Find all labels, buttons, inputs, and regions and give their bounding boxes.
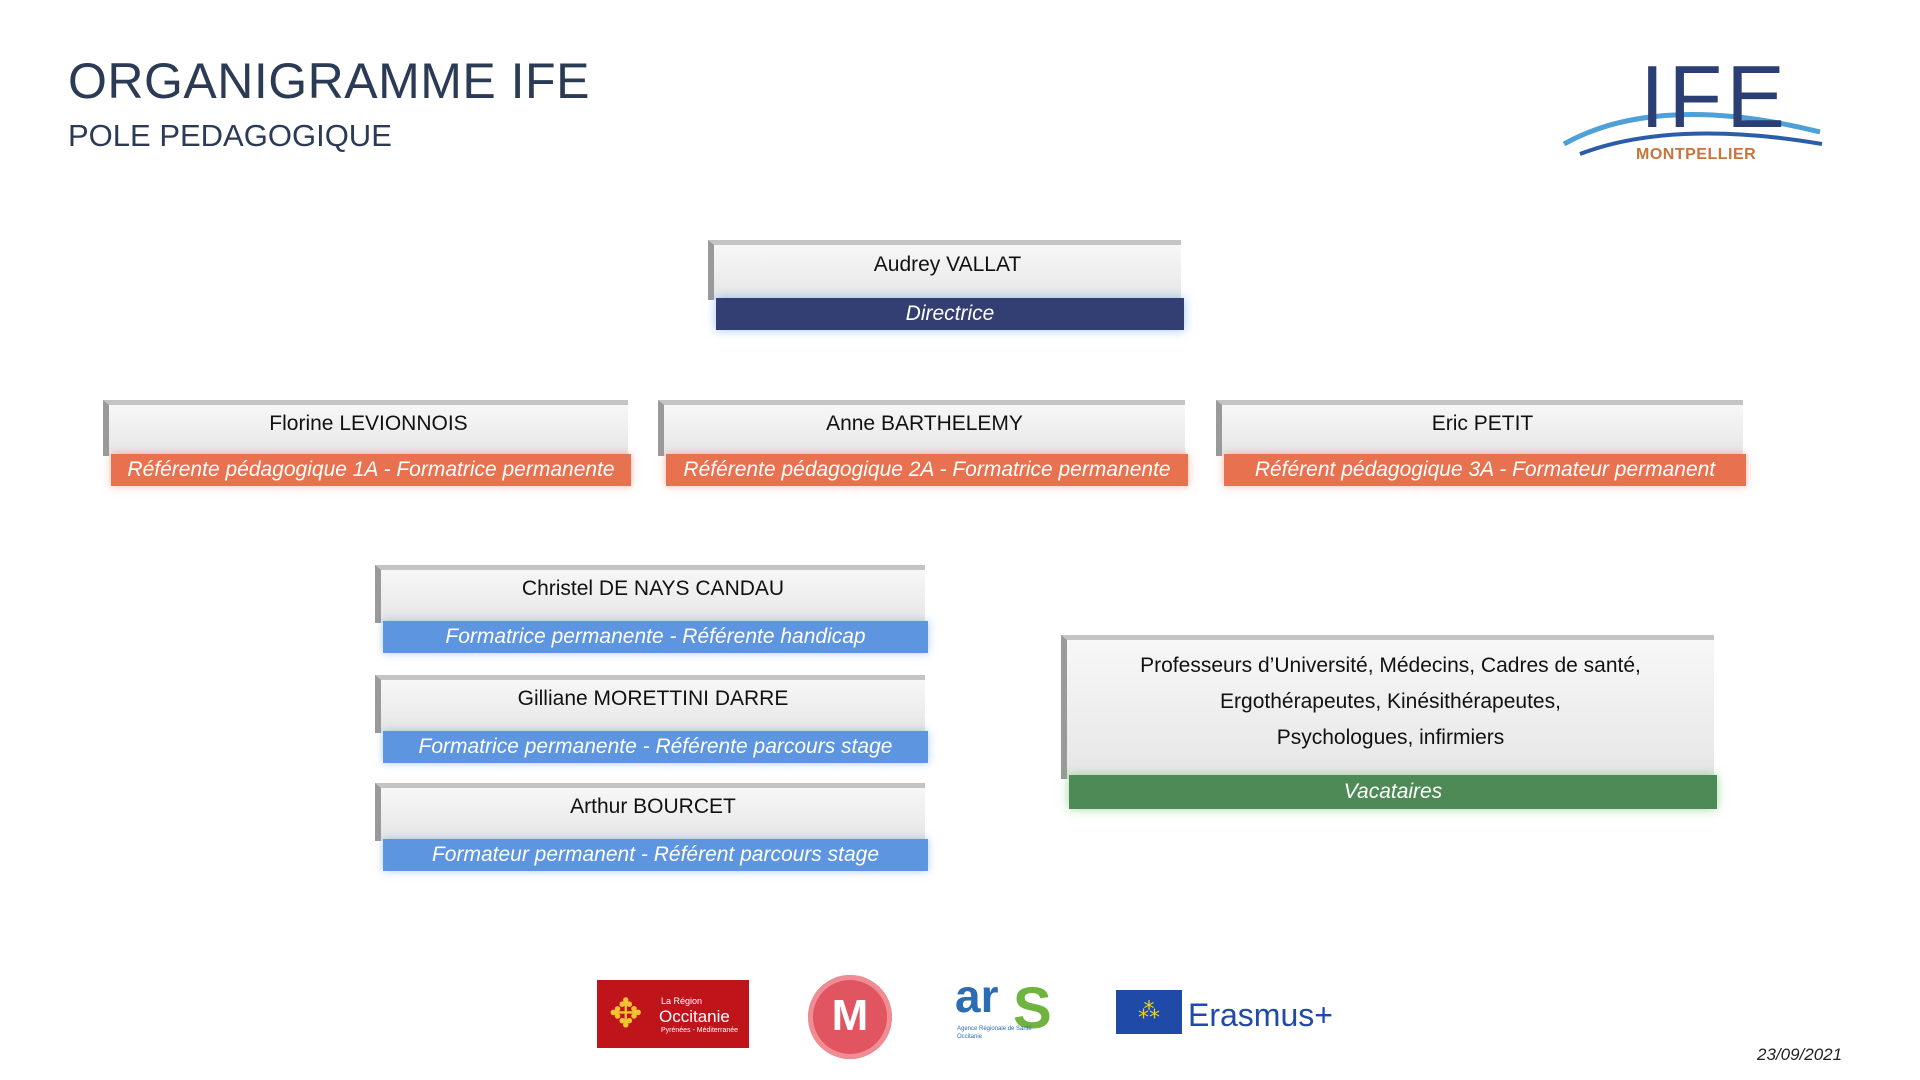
node-formateur-1: Christel DE NAYS CANDAU Formatrice perma… <box>375 565 928 653</box>
occitan-cross-icon: ✥ <box>609 992 643 1036</box>
node-description: Professeurs d’Université, Médecins, Cadr… <box>1061 635 1714 779</box>
vacataires-line-1: Professeurs d’Université, Médecins, Cadr… <box>1140 654 1641 677</box>
node-name: Anne BARTHELEMY <box>658 400 1185 456</box>
node-role: Formateur permanent - Référent parcours … <box>383 839 928 871</box>
node-role: Référente pédagogique 1A - Formatrice pe… <box>111 454 631 486</box>
university-seal-logo: M <box>808 975 892 1059</box>
occitanie-line-1: La Région <box>661 996 703 1006</box>
node-referent-1a: Florine LEVIONNOIS Référente pédagogique… <box>103 400 631 486</box>
node-role: Formatrice permanente - Référente handic… <box>383 621 928 653</box>
eu-flag-icon: ⁂ <box>1116 990 1182 1034</box>
node-referent-3a: Eric PETIT Référent pédagogique 3A - For… <box>1216 400 1746 486</box>
logo-text: IFE <box>1640 47 1789 146</box>
page-title: ORGANIGRAMME IFE <box>68 53 590 109</box>
erasmus-logo: Erasmus+ <box>1188 997 1333 1033</box>
node-name: Christel DE NAYS CANDAU <box>375 565 925 623</box>
node-name: Florine LEVIONNOIS <box>103 400 628 456</box>
node-referent-2a: Anne BARTHELEMY Référente pédagogique 2A… <box>658 400 1188 486</box>
node-vacataires: Professeurs d’Université, Médecins, Cadr… <box>1061 635 1717 809</box>
node-name: Eric PETIT <box>1216 400 1743 456</box>
partner-logos: ✥ La Région Occitanie Pyrénées - Méditer… <box>0 970 1920 1065</box>
node-role: Vacataires <box>1069 775 1717 809</box>
node-formateur-3: Arthur BOURCET Formateur permanent - Réf… <box>375 783 928 871</box>
occitanie-line-3: Pyrénées - Méditerranée <box>661 1027 739 1034</box>
ars-line-1: Agence Régionale de Santé <box>957 1026 1032 1032</box>
vacataires-line-2: Ergothérapeutes, Kinésithérapeutes, <box>1220 690 1561 713</box>
node-role: Formatrice permanente - Référente parcou… <box>383 731 928 763</box>
seal-monogram: M <box>831 991 869 1040</box>
node-formateur-2: Gilliane MORETTINI DARRE Formatrice perm… <box>375 675 928 763</box>
ife-logo: IFE MONTPELLIER <box>1560 47 1830 172</box>
ars-line-2: Occitanie <box>957 1034 983 1040</box>
node-role: Référente pédagogique 2A - Formatrice pe… <box>666 454 1188 486</box>
node-name: Audrey VALLAT <box>708 240 1181 300</box>
node-role: Directrice <box>716 298 1184 330</box>
page-subtitle: POLE PEDAGOGIQUE <box>68 118 392 153</box>
logo-city: MONTPELLIER <box>1636 146 1757 163</box>
occitanie-logo: ✥ La Région Occitanie Pyrénées - Méditer… <box>597 980 749 1048</box>
node-director: Audrey VALLAT Directrice <box>708 240 1184 330</box>
ars-logo: ar S Agence Régionale de Santé Occitanie <box>955 970 1055 1055</box>
ars-mark-s: S <box>1013 976 1052 1041</box>
vacataires-line-3: Psychologues, infirmiers <box>1276 726 1505 749</box>
node-name: Arthur BOURCET <box>375 783 925 841</box>
wave-icon <box>1562 112 1823 156</box>
node-role: Référent pédagogique 3A - Formateur perm… <box>1224 454 1746 486</box>
slide-date: 23/09/2021 <box>1757 1045 1843 1064</box>
ars-mark-a: ar <box>955 970 999 1022</box>
node-name: Gilliane MORETTINI DARRE <box>375 675 925 733</box>
ars-caption: Agence Régionale de Santé Occitanie <box>957 1025 1032 1041</box>
occitanie-line-2: Occitanie <box>659 1007 730 1026</box>
